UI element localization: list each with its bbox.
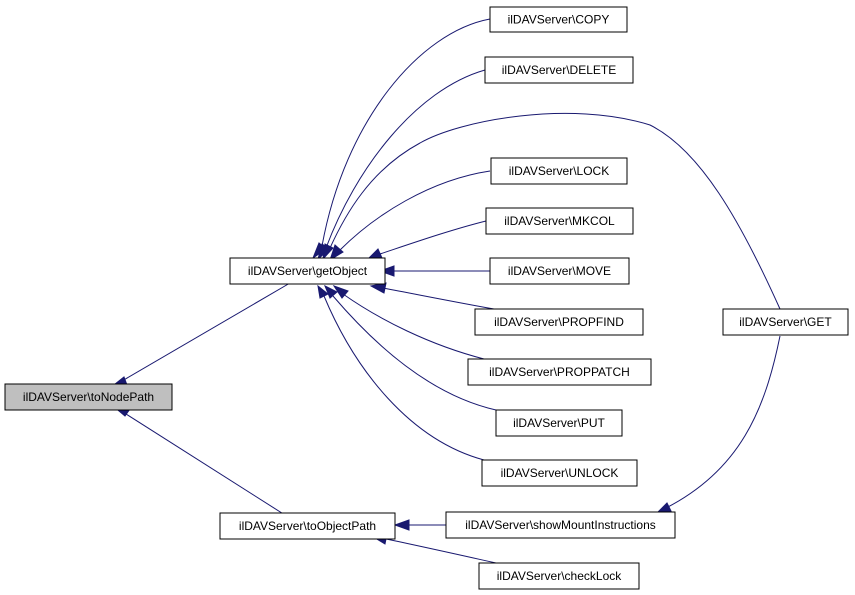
edge-getObject-toNodePath (121, 282, 291, 382)
node-label: ilDAVServer\COPY (508, 13, 610, 27)
node-label: ilDAVServer\DELETE (502, 63, 616, 77)
arrowhead-getObject-mkcol (367, 248, 383, 259)
node-showMountInstructions[interactable]: ilDAVServer\showMountInstructions (445, 511, 676, 539)
arrowhead-getObject-put (324, 284, 338, 299)
node-label: ilDAVServer\getObject (248, 264, 368, 278)
node-lock[interactable]: ilDAVServer\LOCK (490, 157, 628, 185)
node-label: ilDAVServer\MOVE (508, 264, 611, 278)
arrowhead-getObject-get (322, 243, 334, 261)
node-label: ilDAVServer\LOCK (509, 164, 609, 178)
edge-delete-getObject (325, 69, 486, 249)
edges (121, 18, 781, 564)
node-label: ilDAVServer\UNLOCK (501, 466, 619, 480)
node-checkLock[interactable]: ilDAVServer\checkLock (478, 562, 640, 590)
edge-put-getObject (332, 295, 497, 411)
node-label: ilDAVServer\toObjectPath (239, 519, 376, 533)
edge-copy-getObject (321, 18, 491, 247)
node-label: ilDAVServer\checkLock (497, 569, 622, 583)
node-label: ilDAVServer\GET (739, 315, 832, 329)
edge-get-getObject (329, 112, 781, 310)
node-get[interactable]: ilDAVServer\GET (722, 308, 849, 336)
arrowhead-getObject-move (378, 265, 395, 277)
node-put[interactable]: ilDAVServer\PUT (495, 409, 623, 437)
node-getObject[interactable]: ilDAVServer\getObject (229, 257, 386, 285)
node-copy[interactable]: ilDAVServer\COPY (489, 6, 628, 33)
node-label: ilDAVServer\PROPFIND (494, 315, 624, 329)
edge-unlock-getObject (323, 295, 485, 461)
arrowhead-getObject-lock (329, 244, 344, 262)
edge-toObjectPath-toNodePath (125, 413, 286, 516)
node-move[interactable]: ilDAVServer\MOVE (489, 257, 630, 285)
node-label: ilDAVServer\MKCOL (504, 214, 615, 228)
arrowhead-getObject-unlock (317, 284, 329, 299)
edge-get-showMountInstructions (665, 335, 781, 509)
arrowhead-toObjectPath-show (393, 519, 410, 531)
node-toNodePath[interactable]: ilDAVServer\toNodePath (4, 383, 173, 411)
node-mkcol[interactable]: ilDAVServer\MKCOL (485, 207, 634, 235)
node-delete[interactable]: ilDAVServer\DELETE (484, 56, 634, 84)
arrowhead-getObject-proppatch (332, 285, 349, 299)
node-label: ilDAVServer\PUT (513, 416, 605, 430)
edge-checkLock-toObjectPath (385, 538, 497, 564)
node-toObjectPath[interactable]: ilDAVServer\toObjectPath (219, 512, 396, 540)
edge-propfind-getObject (382, 287, 495, 310)
edge-mkcol-getObject (379, 220, 487, 255)
arrowheads (109, 242, 672, 545)
node-proppatch[interactable]: ilDAVServer\PROPPATCH (467, 358, 652, 386)
node-label: ilDAVServer\showMountInstructions (465, 518, 656, 532)
node-label: ilDAVServer\toNodePath (23, 390, 154, 404)
node-propfind[interactable]: ilDAVServer\PROPFIND (474, 308, 644, 336)
node-label: ilDAVServer\PROPPATCH (489, 365, 630, 379)
edge-proppatch-getObject (342, 293, 485, 360)
edge-lock-getObject (339, 170, 491, 251)
node-unlock[interactable]: ilDAVServer\UNLOCK (481, 459, 638, 487)
